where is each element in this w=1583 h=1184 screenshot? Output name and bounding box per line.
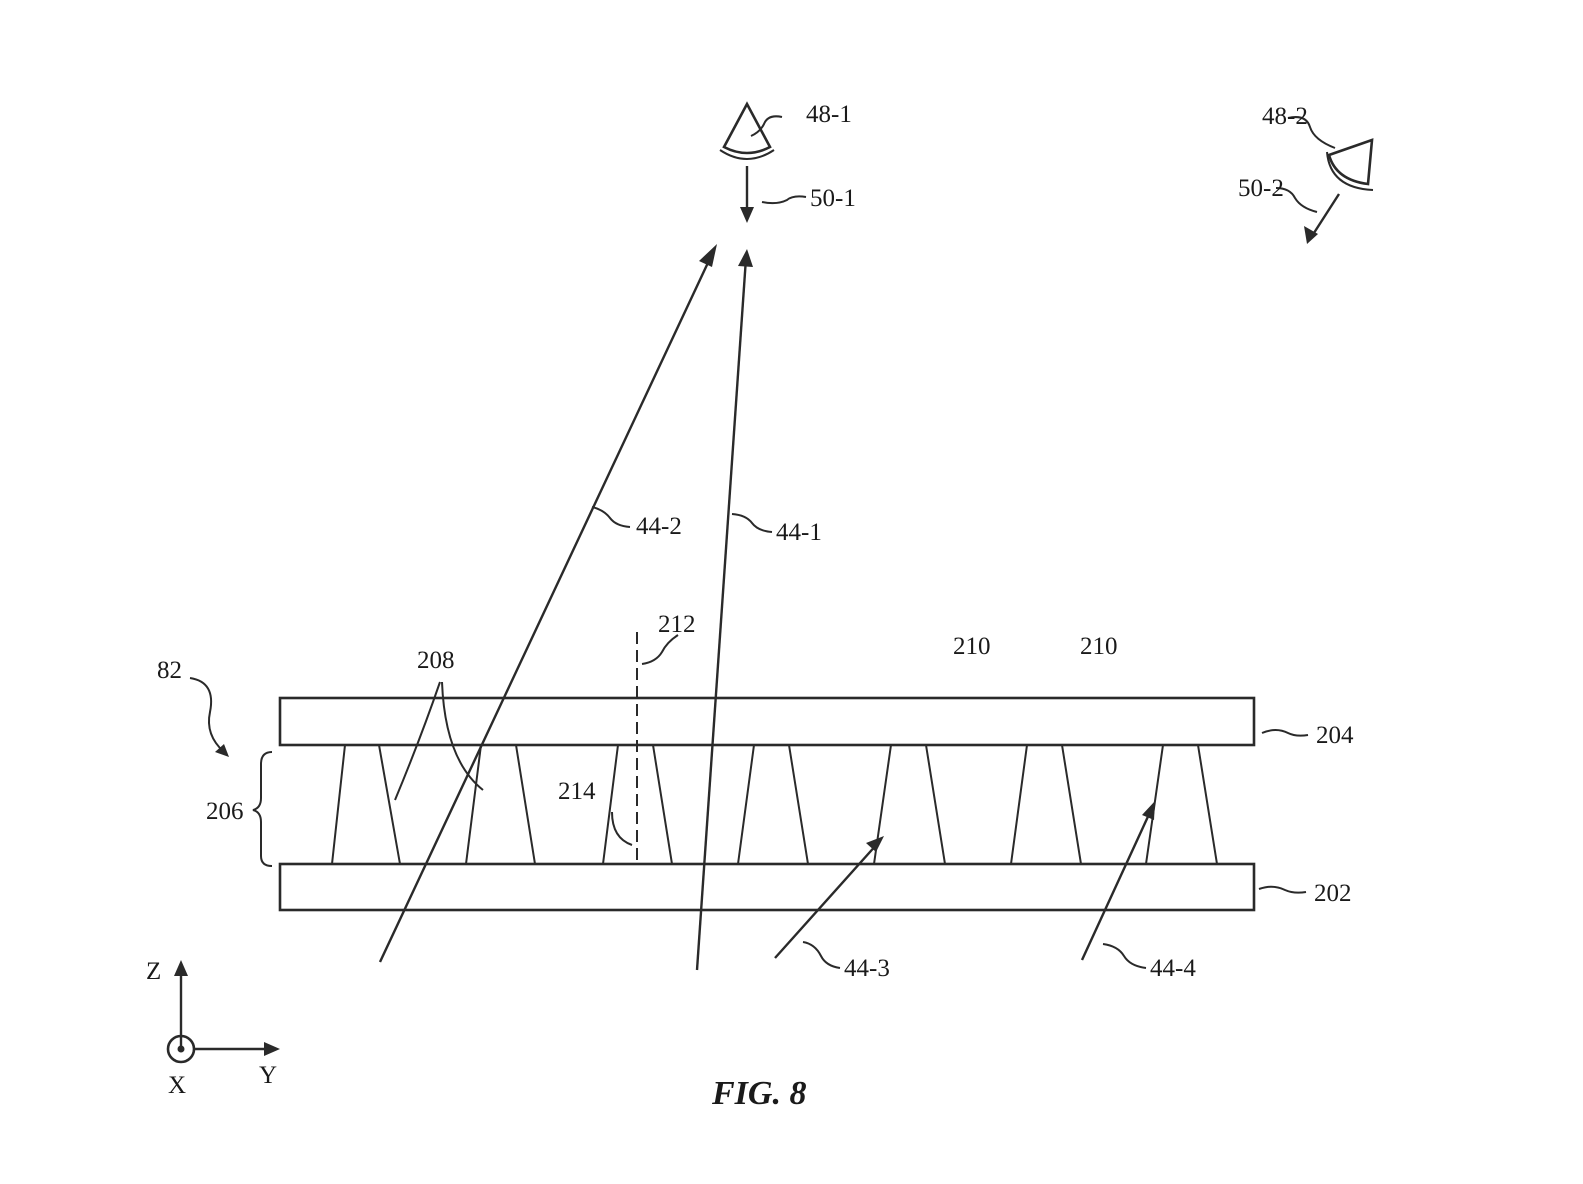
label-50-2: 50-2 (1238, 175, 1284, 202)
leader-lines (394, 115, 1336, 969)
label-206: 206 (206, 798, 244, 825)
label-44-1: 44-1 (776, 519, 822, 546)
figure-caption: FIG. 8 (711, 1075, 806, 1112)
eye-48-2-icon (1326, 138, 1374, 191)
ray-44-4 (1080, 801, 1155, 961)
louver-7 (1144, 744, 1219, 865)
ray-44-2 (378, 244, 717, 963)
louver-elements (330, 744, 1219, 865)
x-axis-circle (166, 1034, 196, 1064)
label-208: 208 (417, 647, 455, 674)
label-204: 204 (1316, 722, 1354, 749)
x-axis-dot (177, 1045, 185, 1053)
device-pointer-82 (189, 677, 229, 757)
label-44-3: 44-3 (844, 955, 890, 982)
view-direction-50-2 (1304, 193, 1341, 244)
label-210-b: 210 (1080, 633, 1118, 660)
label-axis-z: Z (146, 958, 161, 985)
ray-44-3 (774, 836, 884, 959)
label-axis-y: Y (259, 1062, 277, 1089)
bracket-206 (252, 751, 273, 867)
louver-2 (464, 744, 537, 865)
label-44-4: 44-4 (1150, 955, 1196, 982)
label-48-2: 48-2 (1262, 103, 1308, 130)
y-axis-arrowhead (264, 1042, 280, 1056)
label-82: 82 (157, 657, 182, 684)
label-214: 214 (558, 778, 596, 805)
louver-5 (872, 744, 947, 865)
coordinate-axes (166, 960, 280, 1064)
louver-3 (601, 744, 674, 865)
label-44-2: 44-2 (636, 513, 682, 540)
louver-6 (1009, 744, 1083, 865)
label-210-a: 210 (953, 633, 991, 660)
label-48-1: 48-1 (806, 101, 852, 128)
label-212: 212 (658, 611, 696, 638)
layer-stack (278, 696, 1256, 912)
z-axis-arrowhead (174, 960, 188, 976)
view-direction-50-1 (740, 166, 754, 223)
ray-44-1 (695, 249, 753, 971)
label-axis-x: X (168, 1072, 186, 1099)
label-202: 202 (1314, 880, 1352, 907)
eye-48-1-icon (719, 101, 775, 160)
label-50-1: 50-1 (810, 185, 856, 212)
louver-1 (330, 744, 402, 865)
louver-4 (736, 744, 810, 865)
